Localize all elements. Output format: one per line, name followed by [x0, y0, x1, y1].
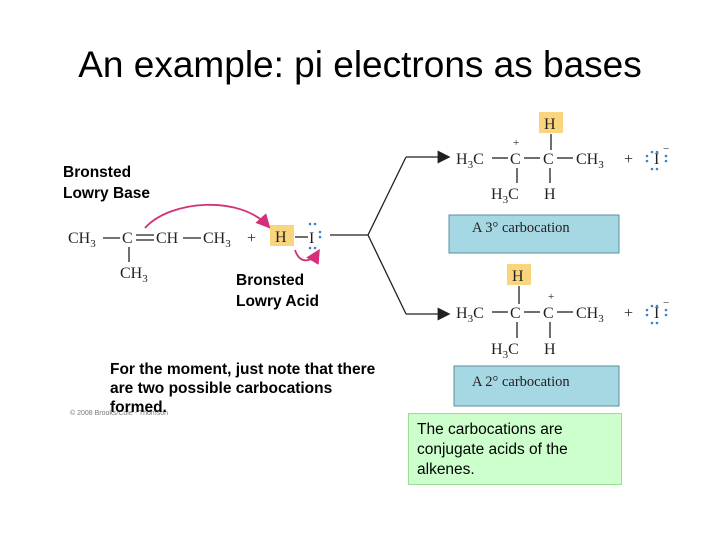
note-text: For the moment, just note that there are… [110, 361, 376, 416]
acid-label-line2: Lowry Acid [236, 293, 319, 310]
alkene-ch3-right: CH3 [203, 230, 231, 250]
svg-text:CH3: CH3 [576, 305, 604, 325]
acid-label-line1: Bronsted [236, 272, 305, 289]
svg-text:−: − [663, 143, 669, 155]
hi-i: I [309, 230, 314, 247]
hi-bond-arrow [294, 248, 320, 265]
slide-title: An example: pi electrons as bases [78, 44, 642, 85]
svg-text:C: C [543, 151, 554, 168]
conjugate-acid-callout: The carbocations are conjugate acids of … [408, 413, 622, 485]
alkene-ch3-left: CH3 [68, 230, 96, 250]
bronsted-acid-label: Bronsted Lowry Acid [236, 270, 319, 312]
bottom-iodide: I [654, 305, 659, 322]
hi-h: H [275, 229, 287, 246]
top-iodide: I [654, 151, 659, 168]
svg-text:H3C: H3C [491, 341, 519, 361]
svg-text:C: C [510, 305, 521, 322]
base-label-line2: Lowry Base [63, 185, 151, 202]
bronsted-base-label: Bronsted Lowry Base [63, 162, 150, 204]
carbocation-3-label: A 3° carbocation [472, 220, 570, 236]
copyright-text: © 2008 Brooks/Cole - Thomson [70, 410, 169, 417]
alkene-ch3-bottom: CH3 [120, 265, 148, 285]
svg-text:C: C [510, 151, 521, 168]
reactant-plus: + [247, 230, 256, 247]
svg-text:H: H [512, 268, 524, 285]
svg-text:CH3: CH3 [576, 151, 604, 171]
svg-text:C: C [543, 305, 554, 322]
product-bottom: H + H3C C C CH3 H3C H + I − A 2° carboca… [453, 264, 669, 407]
carbocation-3-box [448, 214, 620, 254]
svg-text:H: H [544, 186, 556, 203]
svg-text:+: + [624, 151, 633, 168]
svg-text:H3C: H3C [456, 151, 484, 171]
carbocation-2-box [453, 365, 620, 407]
top-charge: + [513, 137, 519, 149]
svg-text:H: H [544, 341, 556, 358]
product-top: H + H3C C C CH3 H3C H + I − A 3° carboca… [448, 112, 669, 254]
top-h-highlight [539, 112, 563, 133]
base-label-line1: Bronsted [63, 164, 132, 181]
alkene-c2: C [122, 230, 133, 247]
reactant-hi: H I [270, 222, 322, 250]
h-highlight-box [270, 225, 294, 246]
alkene-ch: CH [156, 230, 179, 247]
svg-text:H3C: H3C [491, 186, 519, 206]
bottom-h-highlight [507, 264, 531, 285]
pi-electron-arrow [144, 203, 271, 229]
svg-text:H3C: H3C [456, 305, 484, 325]
svg-text:+: + [624, 305, 633, 322]
carbocation-2-label: A 2° carbocation [472, 374, 570, 390]
bottom-charge: + [548, 291, 554, 303]
svg-text:−: − [663, 297, 669, 309]
reactant-alkene: CH3 C CH CH3 CH3 + [68, 230, 256, 285]
svg-text:H: H [544, 116, 556, 133]
